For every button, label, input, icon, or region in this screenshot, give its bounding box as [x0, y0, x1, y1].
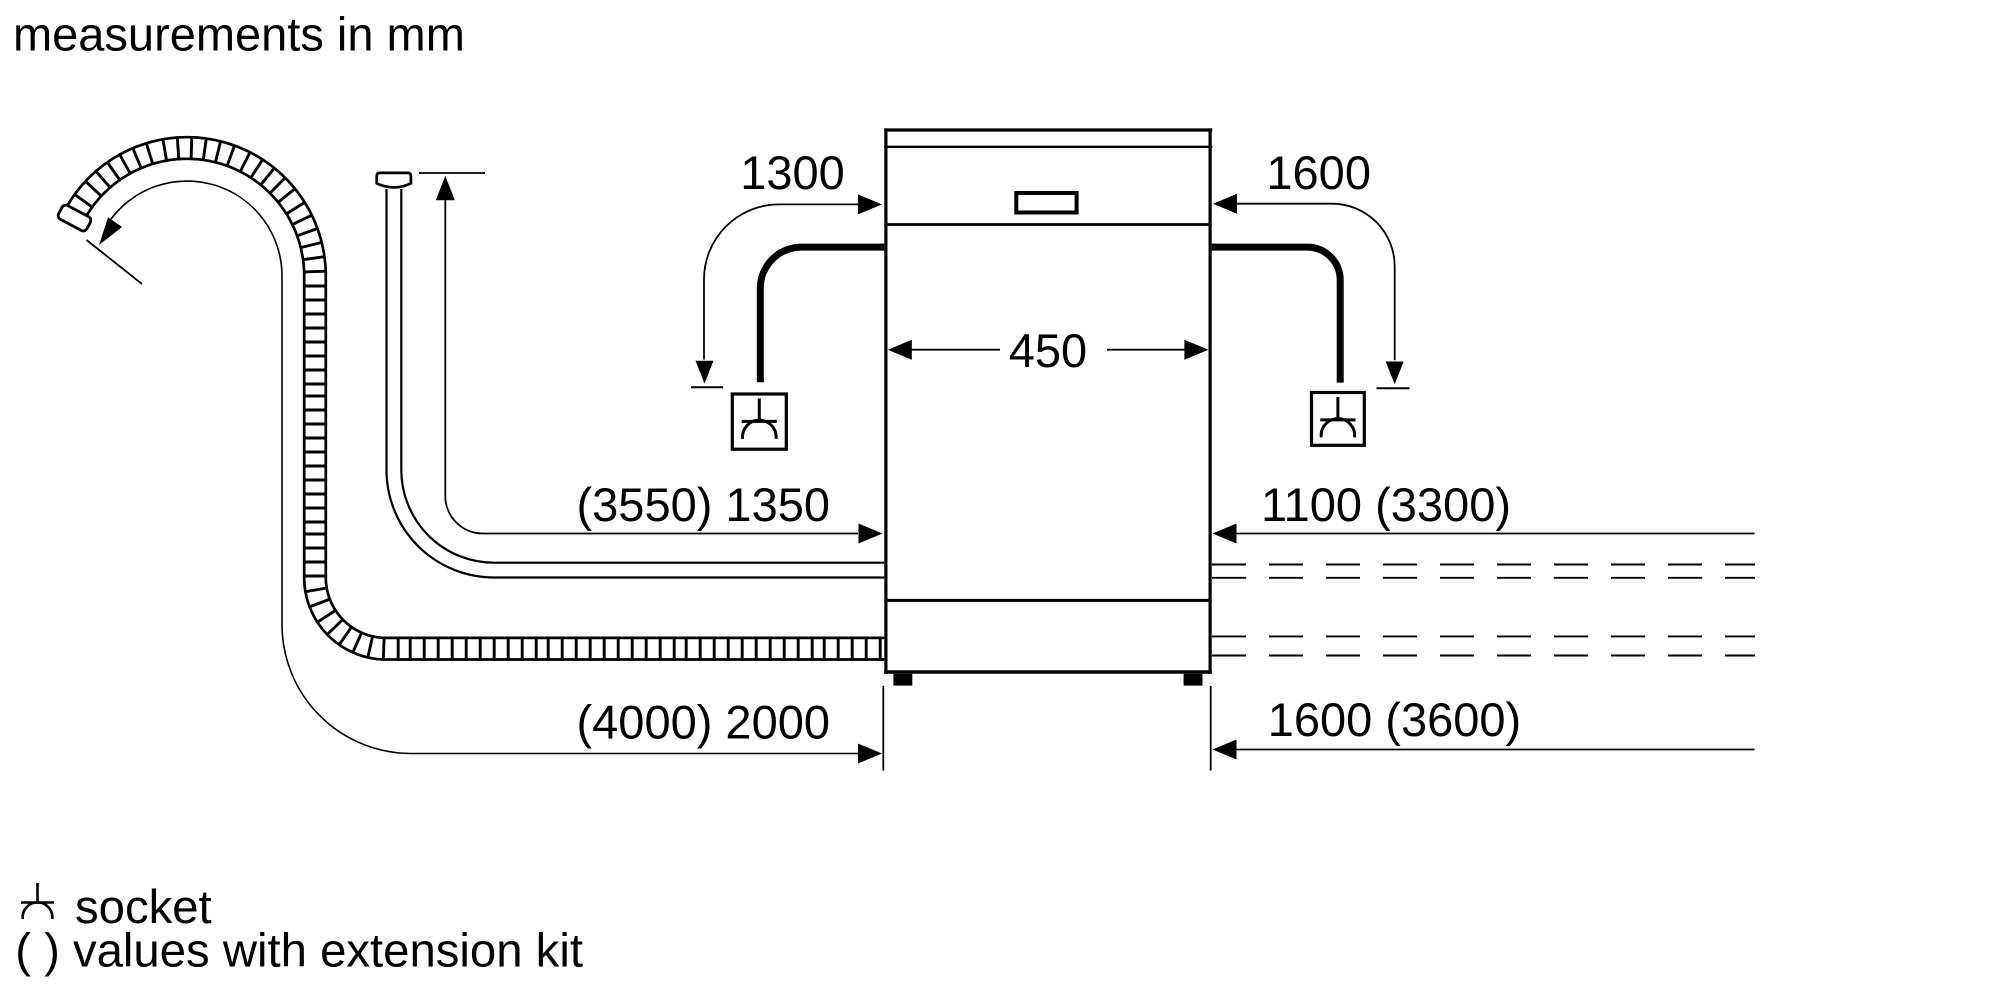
- svg-text:socket: socket: [75, 881, 212, 934]
- svg-text:( ) values with extension kit: ( ) values with extension kit: [15, 925, 583, 978]
- svg-text:measurements in mm: measurements in mm: [13, 8, 465, 61]
- svg-text:1600: 1600: [1266, 146, 1371, 199]
- svg-text:1100 (3300): 1100 (3300): [1261, 478, 1511, 531]
- svg-text:(3550) 1350: (3550) 1350: [577, 478, 830, 531]
- svg-text:(4000) 2000: (4000) 2000: [577, 696, 830, 749]
- svg-text:1600 (3600): 1600 (3600): [1268, 693, 1521, 746]
- svg-text:450: 450: [1009, 324, 1087, 377]
- svg-text:1300: 1300: [740, 146, 845, 199]
